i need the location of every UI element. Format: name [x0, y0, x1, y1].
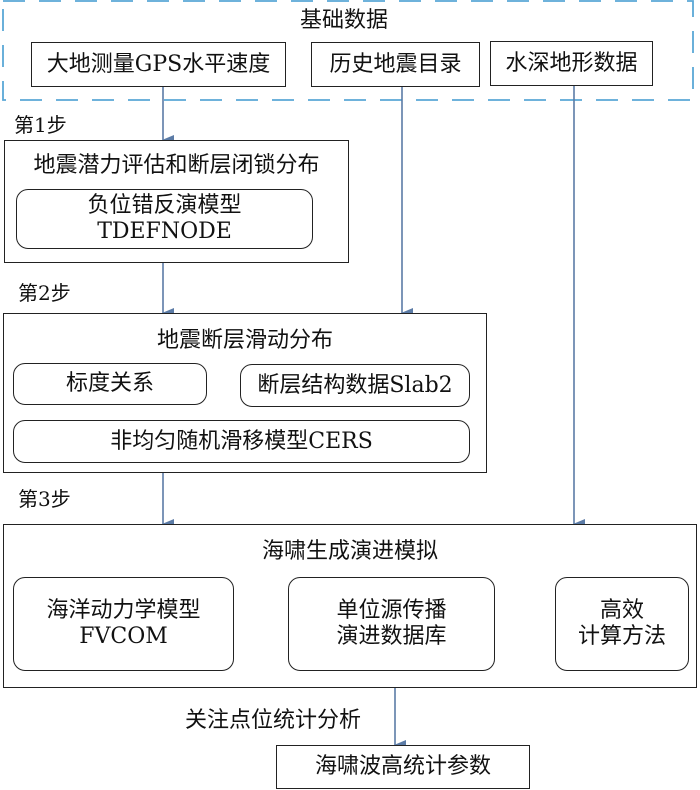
- efficient-computing-line1: 高效: [599, 598, 644, 623]
- step1-box: 地震潜力评估和断层闭锁分布 负位错反演模型 TDEFNODE: [4, 140, 349, 263]
- step2-title: 地震断层滑动分布: [156, 328, 333, 353]
- efficient-computing-box: 高效 计算方法: [555, 577, 689, 671]
- bathymetry-box: 水深地形数据: [490, 41, 653, 86]
- tdefnode-line2: TDEFNODE: [97, 219, 232, 244]
- step2-label: 第2步: [18, 281, 71, 305]
- fvcom-line1: 海洋动力学模型: [46, 598, 201, 623]
- earthquake-catalog-box: 历史地震目录: [311, 42, 480, 87]
- step1-label: 第1步: [14, 113, 67, 137]
- analysis-label: 关注点位统计分析: [185, 708, 362, 733]
- step2-box: 地震断层滑动分布 标度关系 断层结构数据Slab2 非均匀随机滑移模型CERS: [3, 313, 487, 473]
- scaling-relation-box: 标度关系: [13, 363, 207, 405]
- unit-source-line1: 单位源传播: [336, 598, 447, 623]
- fvcom-line2: FVCOM: [79, 624, 168, 649]
- unit-source-line2: 演进数据库: [336, 624, 447, 649]
- step1-title: 地震潜力评估和断层闭锁分布: [33, 153, 320, 178]
- base-data-dashed-border: [2, 0, 694, 101]
- gps-velocity-box: 大地测量GPS水平速度: [31, 42, 286, 87]
- step3-label: 第3步: [18, 487, 71, 511]
- step3-title: 海啸生成演进模拟: [261, 539, 438, 564]
- step3-box: 海啸生成演进模拟 海洋动力学模型 FVCOM 单位源传播 演进数据库 高效 计算…: [3, 524, 697, 688]
- output-box: 海啸波高统计参数: [276, 745, 530, 789]
- unit-source-database-box: 单位源传播 演进数据库: [288, 577, 495, 671]
- base-data-title: 基础数据: [300, 8, 389, 33]
- tdefnode-line1: 负位错反演模型: [87, 193, 242, 218]
- cers-model-box: 非均匀随机滑移模型CERS: [13, 420, 470, 463]
- efficient-computing-line2: 计算方法: [577, 624, 666, 649]
- fvcom-box: 海洋动力学模型 FVCOM: [13, 577, 234, 671]
- tdefnode-model-box: 负位错反演模型 TDEFNODE: [16, 189, 313, 249]
- slab2-box: 断层结构数据Slab2: [240, 364, 470, 407]
